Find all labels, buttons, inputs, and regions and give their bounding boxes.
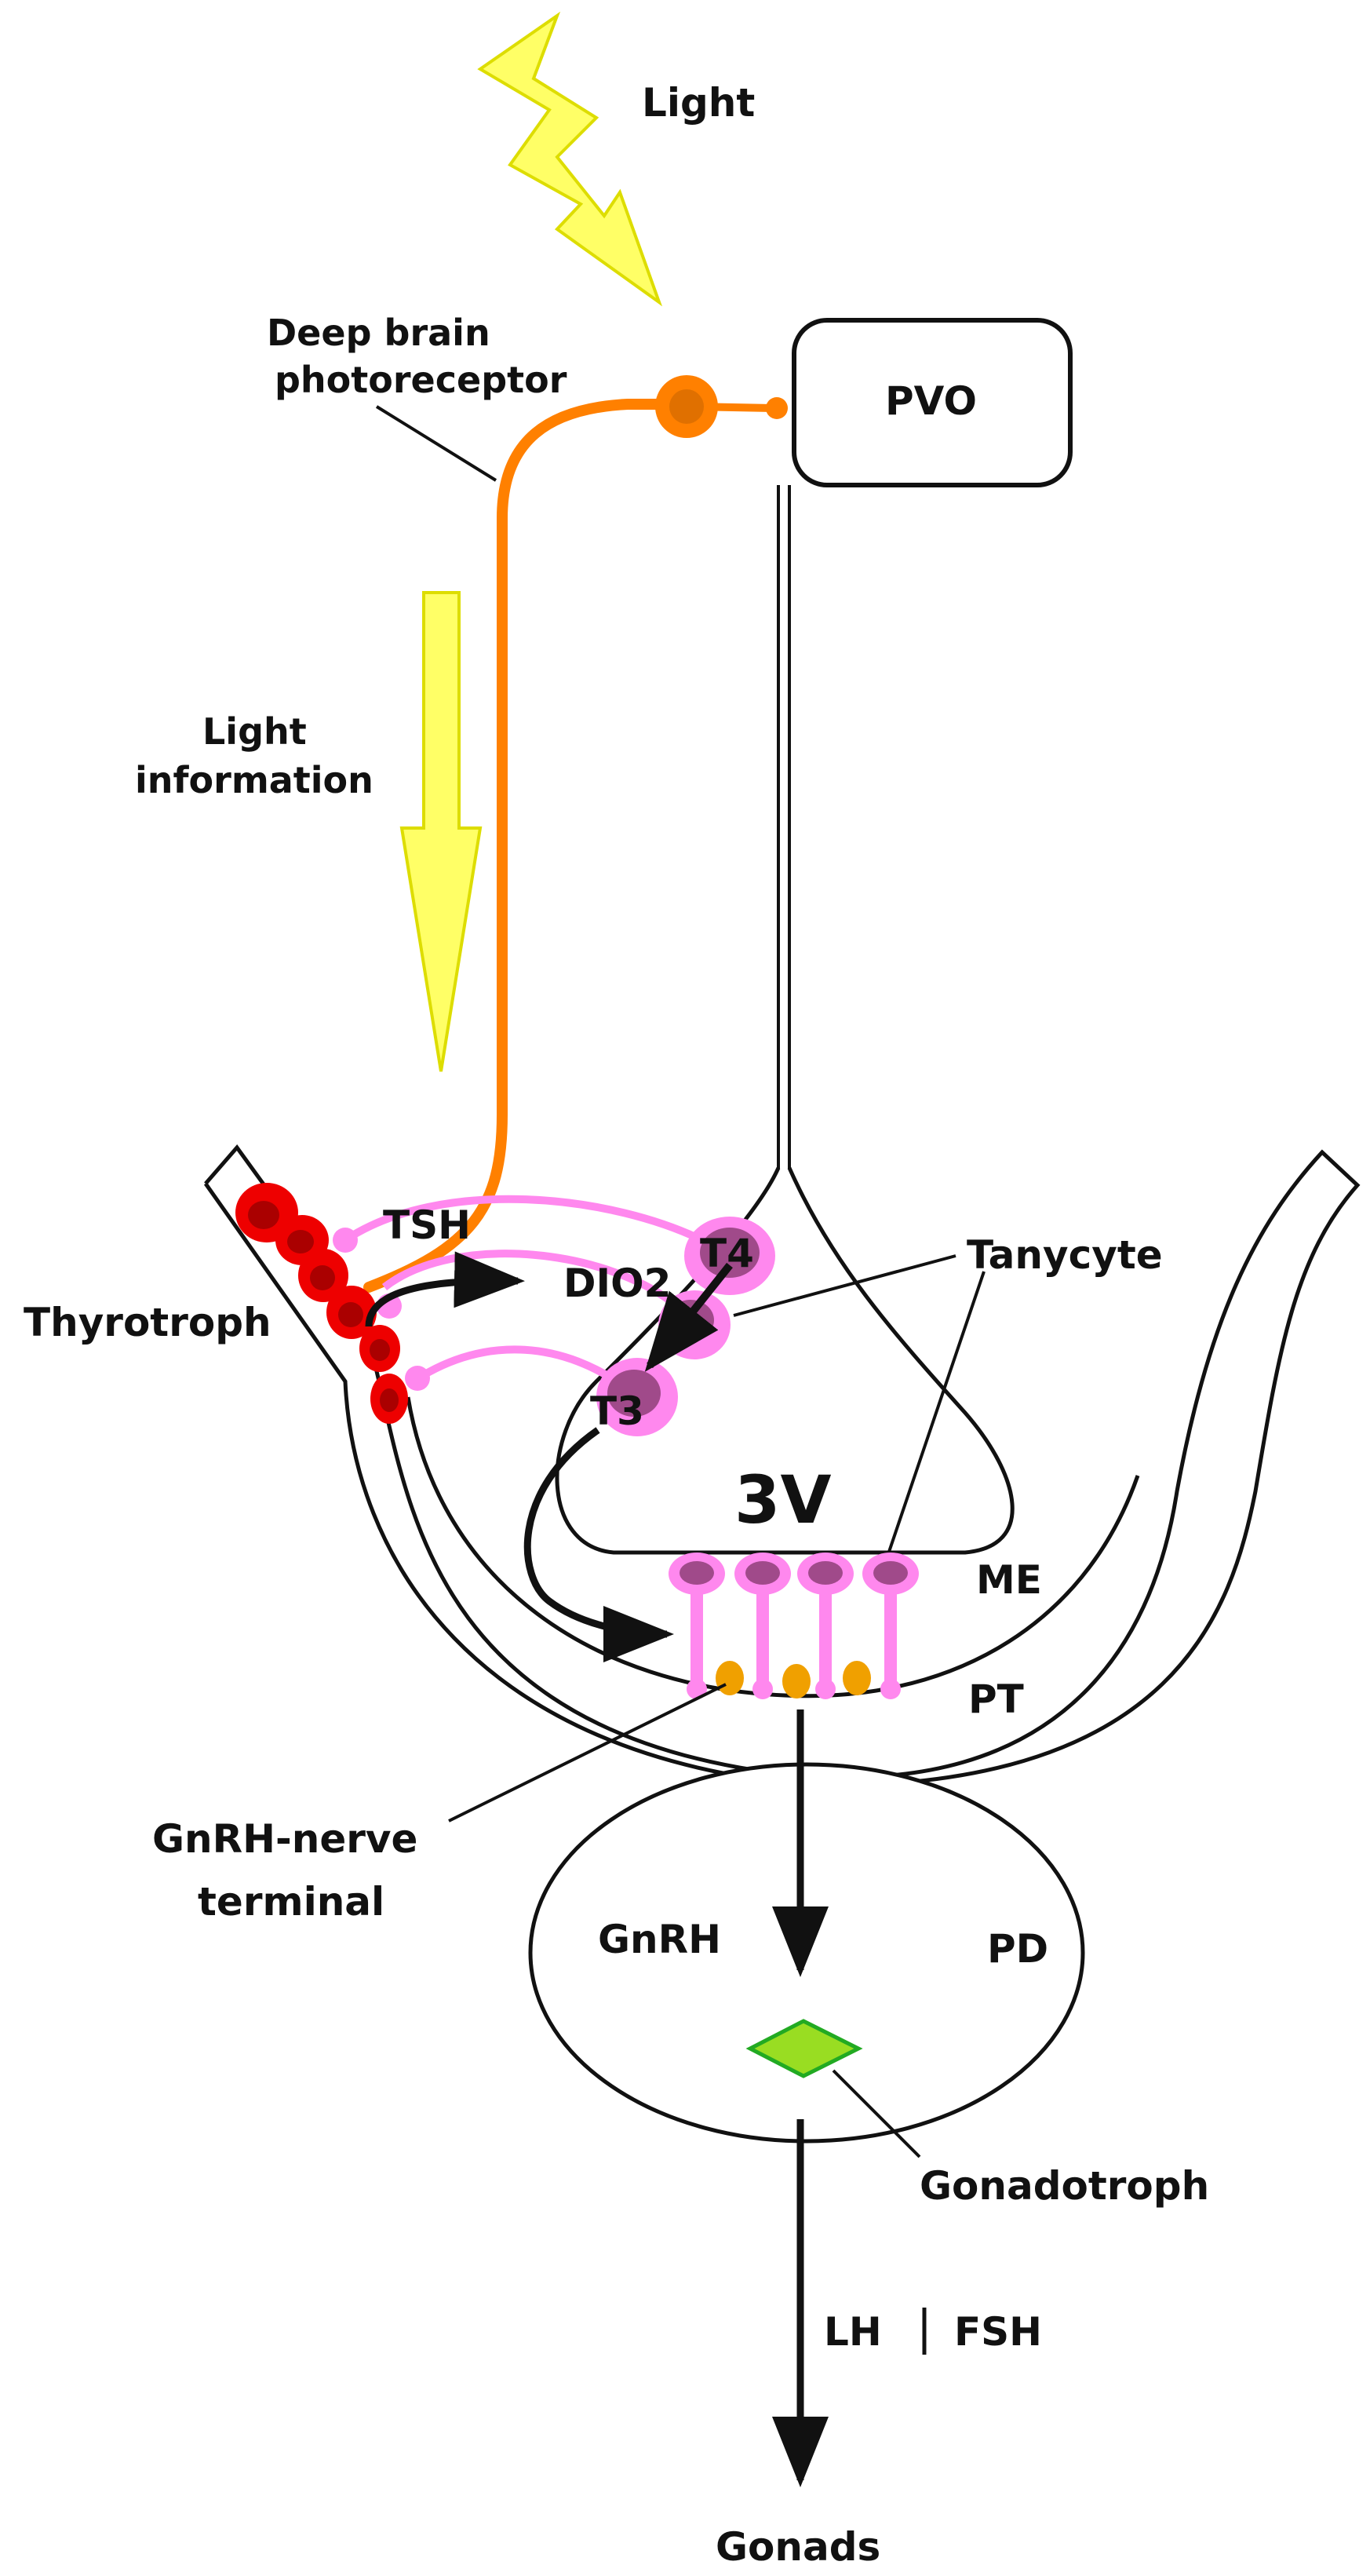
photoreceptor-axon <box>497 399 688 524</box>
tanycyte-leader-line-1 <box>733 1254 956 1317</box>
light-info-label-line2: information <box>135 759 373 801</box>
gnrh-terminal-label-line1: GnRH-nerve <box>152 1816 417 1862</box>
photoreceptor-nucleus <box>669 389 704 424</box>
pt-label: PT <box>968 1677 1024 1722</box>
lh-label: LH <box>824 2309 882 2355</box>
tanycyte-label: Tanycyte <box>967 1232 1163 1278</box>
deep-brain-label-line1: Deep brain <box>267 312 490 354</box>
lightning-bolt-icon <box>477 11 663 307</box>
median-eminence-inner <box>406 1396 1140 1698</box>
gonads-label: Gonads <box>716 2524 880 2570</box>
thyrotroph-label: Thyrotroph <box>24 1300 271 1345</box>
gnrh-terminal-leader-line <box>448 1683 727 1823</box>
thyrotroph-cells <box>235 1183 408 1424</box>
tanycyte-leader-line-2 <box>887 1271 986 1555</box>
photoreceptor-dendrite-tip <box>766 397 788 419</box>
infundibulum-outer <box>204 1144 1361 1788</box>
fsh-label: FSH <box>954 2309 1042 2355</box>
gnrh-terminal-label-line2: terminal <box>198 1879 384 1925</box>
tanycyte-nucleus-t4 <box>700 1228 760 1278</box>
tanycyte-endfoot-1 <box>333 1228 358 1253</box>
gonadotroph-cell <box>745 2019 863 2078</box>
photoreceptor-leader-line <box>375 405 497 482</box>
gonadotroph-leader-line <box>832 2069 921 2158</box>
tsh-label: TSH <box>383 1202 471 1248</box>
pd-label: PD <box>987 1926 1048 1972</box>
infundibulum-inner <box>203 1182 817 1788</box>
light-info-label-line1: Light <box>202 710 307 753</box>
me-label: ME <box>976 1557 1042 1603</box>
t4-label: T4 <box>700 1231 754 1276</box>
pvo-box <box>792 318 1073 487</box>
light-label: Light <box>642 80 755 126</box>
t4-to-t3-arrow <box>644 1262 733 1372</box>
third-ventricle-label: 3V <box>734 1461 831 1538</box>
gonadotroph-label: Gonadotroph <box>920 2163 1209 2209</box>
light-information-arrow-icon <box>399 591 483 1072</box>
tanycyte-fibre-1 <box>343 1195 712 1248</box>
t3-label: T3 <box>590 1388 644 1434</box>
tsh-to-dio2-arrow <box>365 1251 525 1327</box>
tanycyte-fibre-2 <box>381 1250 686 1314</box>
median-eminence-tanycytes <box>669 1553 919 1699</box>
pvo-label: PVO <box>885 378 977 424</box>
dio2-label: DIO2 <box>563 1261 671 1306</box>
gnrh-label: GnRH <box>598 1917 721 1962</box>
t3-to-median-eminence-arrow <box>523 1427 674 1662</box>
pvo-axon <box>777 485 791 1169</box>
tanycyte-fibre-3 <box>414 1345 630 1393</box>
tanycyte-nucleus-t3 <box>607 1370 661 1417</box>
gnrh-nerve-terminals <box>716 1661 871 1698</box>
deep-brain-label-line2: photoreceptor <box>275 359 567 401</box>
tanycyte-endfoot-3 <box>405 1366 430 1391</box>
